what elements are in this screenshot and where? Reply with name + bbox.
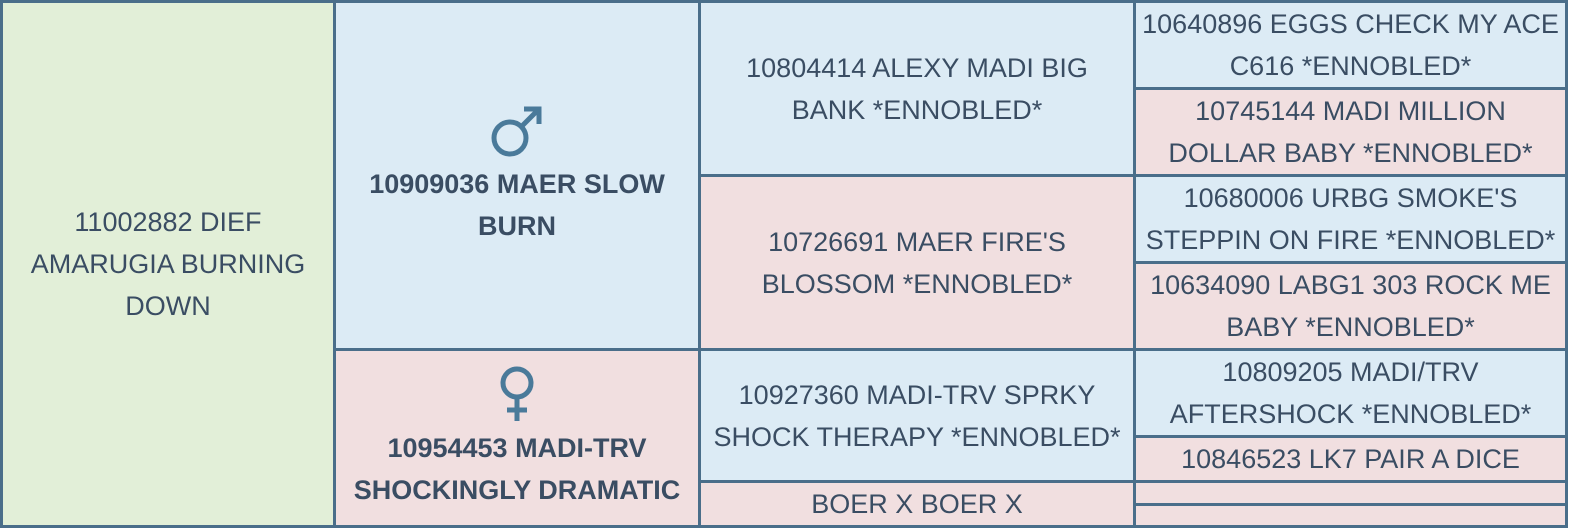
ggp-ss-sire-cell: 10640896 EGGS CHECK MY ACE C616 *ENNOBLE…: [1133, 0, 1568, 90]
ggp-sd-dam-cell: 10634090 LABG1 303 ROCK ME BABY *ENNOBLE…: [1133, 261, 1568, 351]
granddam-paternal-name: 10726691 MAER FIRE'S BLOSSOM *ENNOBLED*: [761, 226, 1073, 299]
ggp-sd-sire-cell: 10680006 URBG SMOKE'S STEPPIN ON FIRE *E…: [1133, 174, 1568, 264]
ggp-sd-dam-name: 10634090 LABG1 303 ROCK ME BABY *ENNOBLE…: [1150, 270, 1551, 342]
ggp-ds-dam-cell: 10846523 LK7 PAIR A DICE: [1133, 435, 1568, 483]
granddam-maternal-name: BOER X BOER X: [811, 489, 1023, 519]
sire-cell: 10909036 MAER SLOW BURN: [333, 0, 701, 351]
ggp-sd-sire-name: 10680006 URBG SMOKE'S STEPPIN ON FIRE *E…: [1145, 183, 1556, 255]
dam-name: 10954453 MADI-TRV SHOCKINGLY DRAMATIC: [353, 433, 681, 505]
female-symbol-icon: [500, 366, 534, 421]
male-symbol-icon: [491, 106, 542, 156]
granddam-paternal-cell: 10726691 MAER FIRE'S BLOSSOM *ENNOBLED*: [698, 174, 1136, 351]
ggp-dd-dam-cell: [1133, 503, 1568, 528]
subject-cell: 11002882 DIEF AMARUGIA BURNING DOWN: [0, 0, 336, 528]
grandsire-maternal-name: 10927360 MADI-TRV SPRKY SHOCK THERAPY *E…: [713, 379, 1121, 452]
ggp-ss-sire-name: 10640896 EGGS CHECK MY ACE C616 *ENNOBLE…: [1142, 9, 1559, 81]
subject-name: 11002882 DIEF AMARUGIA BURNING DOWN: [30, 207, 306, 321]
ggp-ss-dam-name: 10745144 MADI MILLION DOLLAR BABY *ENNOB…: [1168, 96, 1533, 168]
grandsire-paternal-cell: 10804414 ALEXY MADI BIG BANK *ENNOBLED*: [698, 0, 1136, 177]
ggp-ds-sire-cell: 10809205 MADI/TRV AFTERSHOCK *ENNOBLED*: [1133, 348, 1568, 438]
sire-name: 10909036 MAER SLOW BURN: [369, 168, 665, 241]
grandsire-maternal-cell: 10927360 MADI-TRV SPRKY SHOCK THERAPY *E…: [698, 348, 1136, 483]
granddam-maternal-cell: BOER X BOER X: [698, 480, 1136, 528]
ggp-ss-dam-cell: 10745144 MADI MILLION DOLLAR BABY *ENNOB…: [1133, 87, 1568, 177]
grandsire-paternal-name: 10804414 ALEXY MADI BIG BANK *ENNOBLED*: [746, 52, 1088, 125]
dam-cell: 10954453 MADI-TRV SHOCKINGLY DRAMATIC: [333, 348, 701, 528]
ggp-ds-sire-name: 10809205 MADI/TRV AFTERSHOCK *ENNOBLED*: [1169, 357, 1532, 429]
ggp-dd-sire-cell: [1133, 480, 1568, 506]
ggp-ds-dam-name: 10846523 LK7 PAIR A DICE: [1181, 444, 1520, 474]
